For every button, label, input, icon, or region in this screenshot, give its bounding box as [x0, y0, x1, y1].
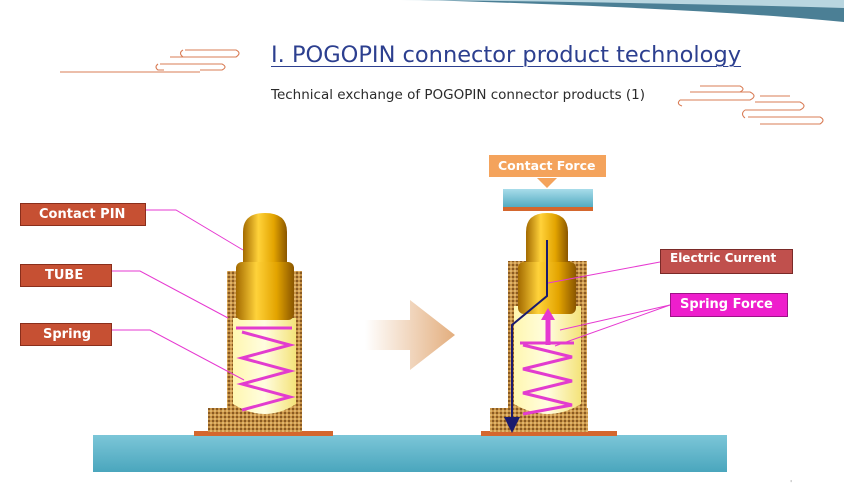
label-contact-pin: Contact PIN	[20, 203, 146, 226]
contact-force-arrow	[537, 178, 557, 188]
label-electric-current: Electric Current	[660, 249, 793, 274]
svg-text:': '	[790, 479, 792, 488]
label-spring: Spring	[20, 323, 112, 346]
solder-pad-right	[481, 431, 617, 436]
pogopin-left	[194, 213, 333, 436]
spring-left	[236, 330, 296, 412]
label-spring-force: Spring Force	[670, 293, 788, 317]
spring-right	[522, 343, 573, 416]
tube-inner-right	[514, 306, 581, 414]
pogopin-right	[481, 213, 617, 436]
electric-current-path	[504, 240, 548, 433]
contact-pin-head-left	[243, 213, 287, 262]
decorative-swirl-right	[677, 85, 824, 125]
decorative-swirl-left	[60, 49, 240, 73]
label-tube: TUBE	[20, 264, 112, 287]
leader-lines-left	[112, 209, 245, 381]
contact-pin-head-right	[526, 213, 568, 262]
label-contact-force: Contact Force	[489, 155, 606, 177]
slide-title: I. POGOPIN connector product technology	[271, 42, 742, 68]
contact-plate	[503, 189, 593, 209]
leader-lines-right	[547, 261, 671, 347]
circuit-board	[93, 435, 727, 472]
slide-subtitle: Technical exchange of POGOPIN connector …	[271, 87, 646, 103]
header-band	[420, 0, 844, 22]
header-band-light	[400, 0, 844, 8]
solder-pad-left	[194, 431, 333, 436]
plunger-collar-left	[236, 262, 294, 320]
transition-arrow	[365, 300, 455, 370]
